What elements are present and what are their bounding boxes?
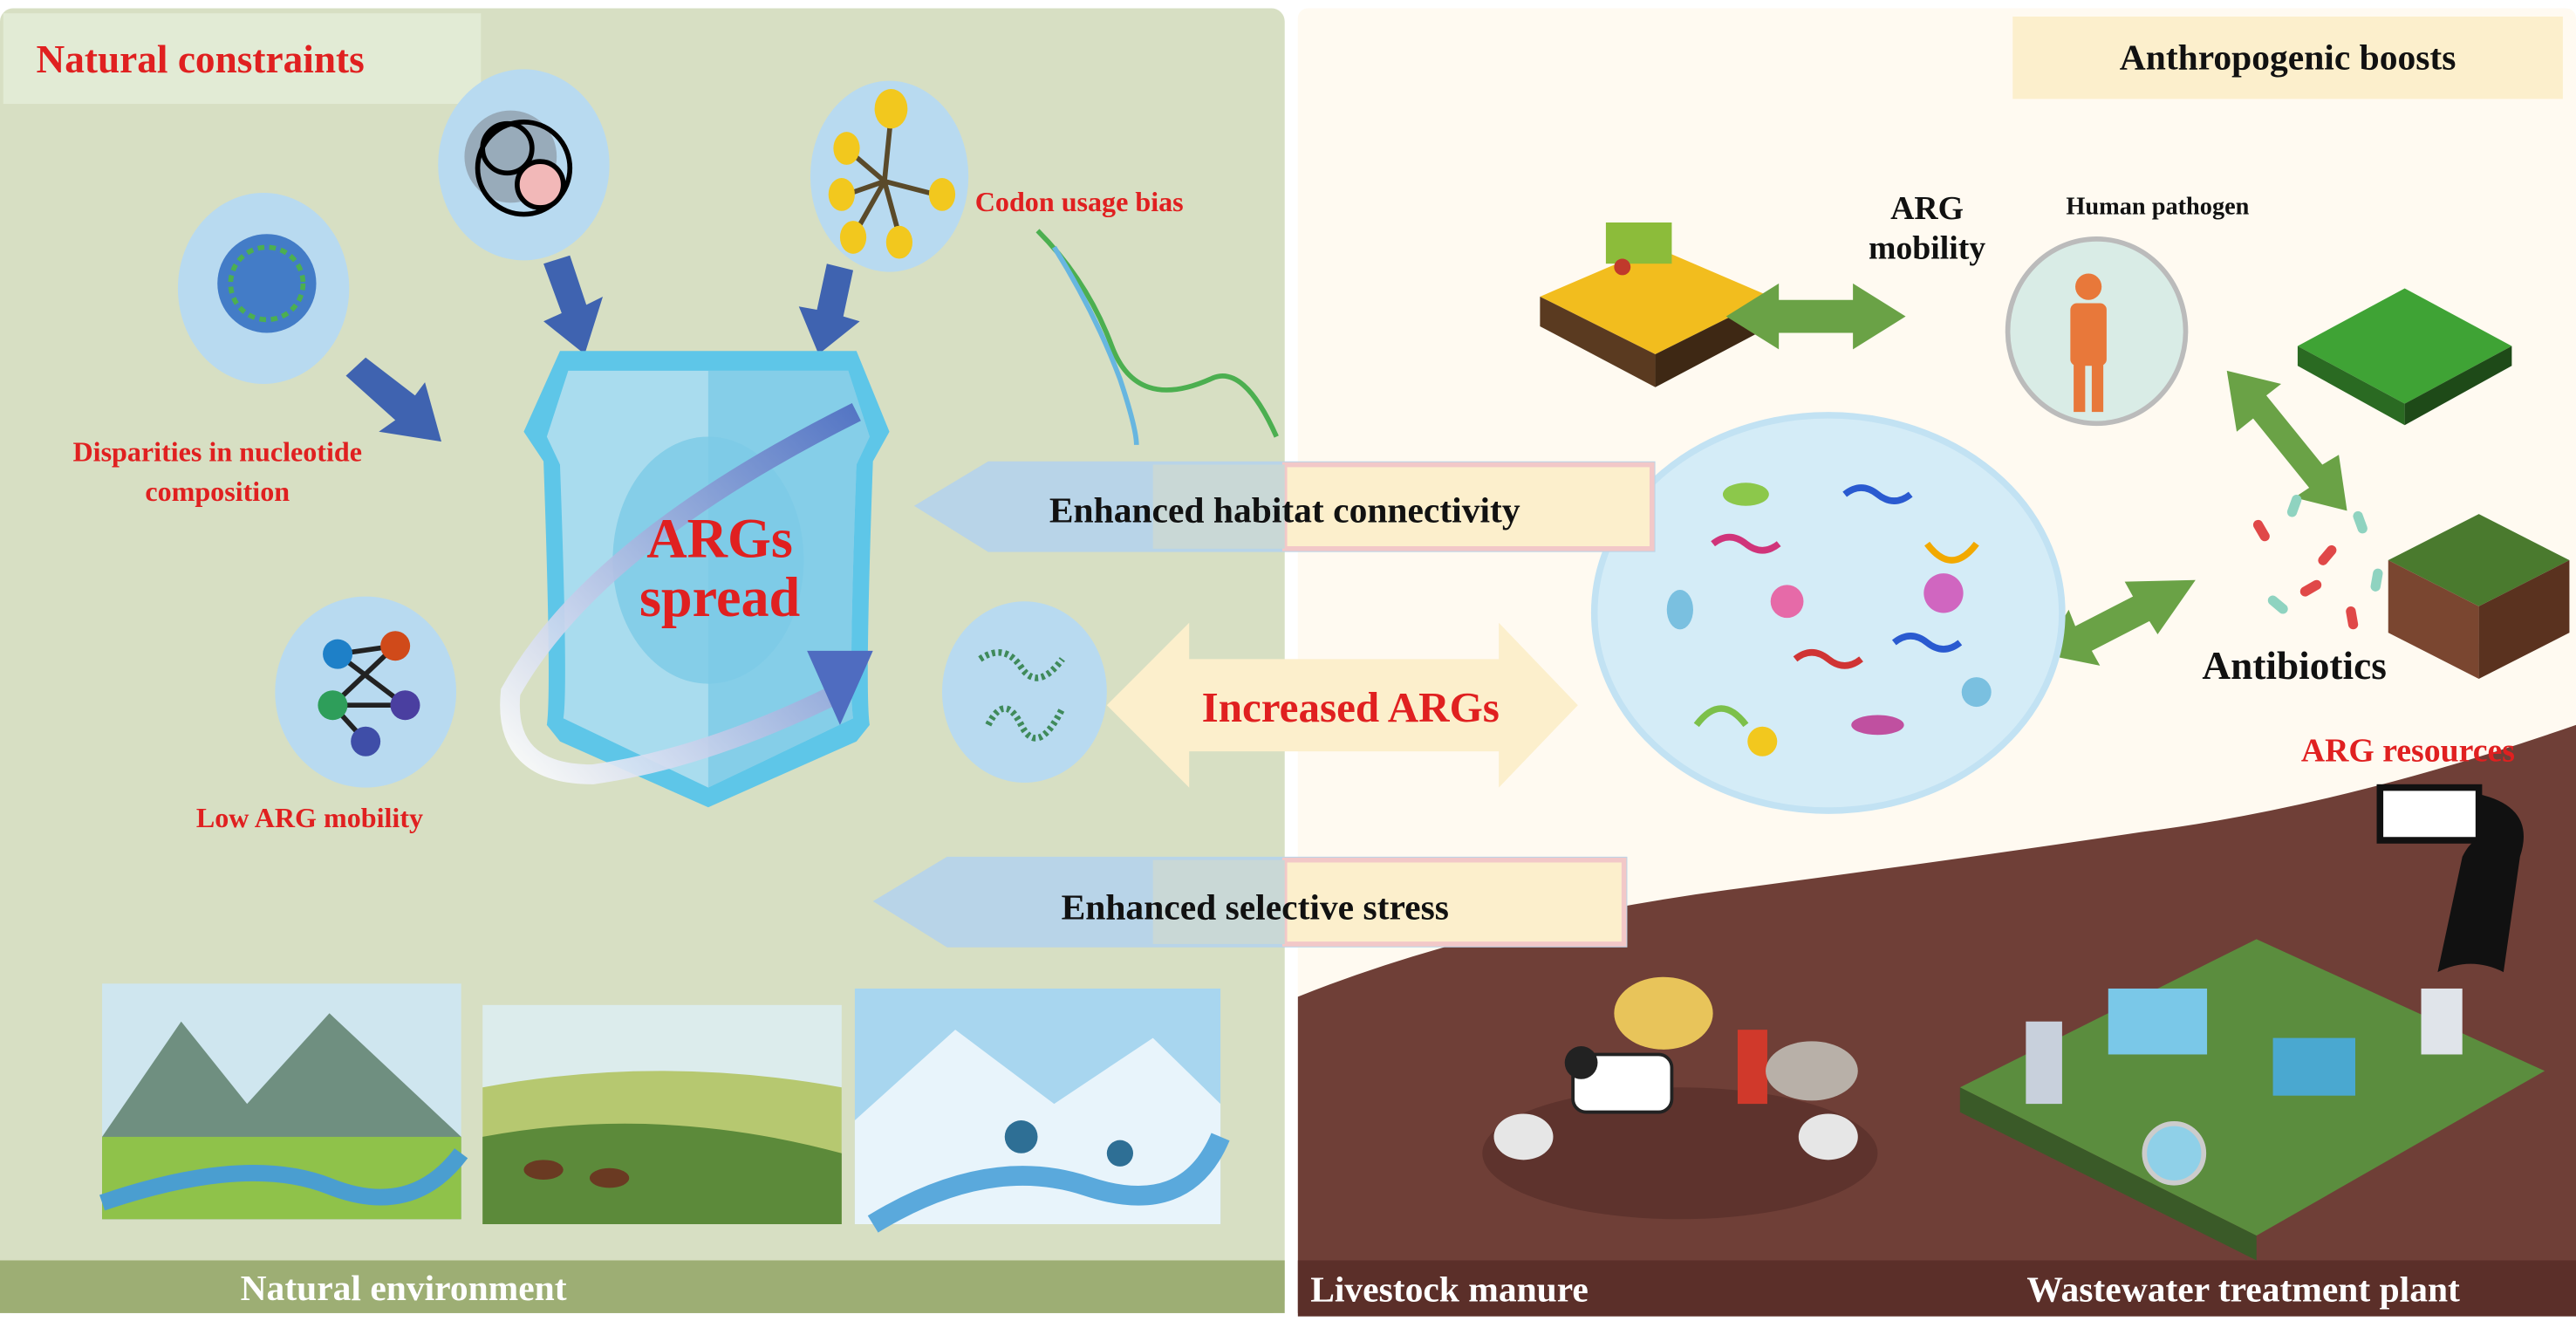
shield-label-line1: ARGs: [646, 507, 793, 569]
winter-landscape-image: [854, 988, 1230, 1233]
arrow-icon: [345, 357, 442, 442]
protein-structure-icon: [177, 193, 350, 385]
livestock-manure-image: [1482, 976, 1878, 1220]
double-arrow-icon: [2042, 579, 2196, 666]
habitat-connectivity-label: Enhanced habitat connectivity: [1049, 490, 1520, 531]
arrow-icon: [543, 255, 604, 355]
codon-usage-bias-label: Codon usage bias: [975, 186, 1184, 217]
habitat-connectivity-arrow: Enhanced habitat connectivity: [913, 461, 1656, 552]
tangled-dna-icon: [438, 69, 610, 261]
antibiotic-pills-icon: [2252, 494, 2383, 630]
natural-panel: Natural constraints: [0, 8, 1285, 1313]
arg-mobility-label-line1: ARG: [1890, 190, 1964, 227]
anthropogenic-title-box: [2012, 16, 2563, 99]
arg-mobility-label-line2: mobility: [1869, 230, 1985, 267]
human-pathogen-label: Human pathogen: [2066, 194, 2249, 221]
double-arrow-icon: [1725, 283, 1906, 350]
microbial-community-icon: [1590, 412, 2066, 814]
codon-network-icon: [810, 80, 969, 272]
natural-constraints-title-box: [3, 13, 482, 105]
crop-field-icon: [2388, 514, 2570, 679]
constraint-arrows: [345, 255, 860, 442]
natural-constraints-title: Natural constraints: [37, 38, 365, 81]
shield-label-line2: spread: [639, 566, 800, 628]
natural-environment-label: Natural environment: [241, 1268, 567, 1308]
shield-icon: [500, 351, 890, 808]
livestock-manure-label: Livestock manure: [1310, 1270, 1589, 1310]
farmland-landscape-image: [482, 1004, 842, 1224]
nucleotide-label-line2: composition: [145, 476, 290, 507]
green-field-icon: [2297, 288, 2512, 426]
network-mobility-icon: [275, 596, 457, 788]
dna-helix-icon: [941, 601, 1107, 783]
selective-stress-arrow: Enhanced selective stress: [872, 856, 1628, 948]
antibiotics-label: Antibiotics: [2202, 644, 2386, 688]
anthropogenic-boosts-title: Anthropogenic boosts: [2120, 37, 2456, 77]
right-footer-bar: [1297, 1260, 2576, 1317]
natural-environment-bar: [0, 1260, 1285, 1313]
selective-stress-label: Enhanced selective stress: [1062, 887, 1449, 928]
dna-strand-illustration: [1035, 229, 1279, 445]
anthropogenic-panel: Anthropogenic boosts ARG mobility Human …: [1297, 8, 2576, 1317]
discharge-pipe-icon: [2376, 784, 2524, 973]
mountain-landscape-image: [99, 983, 468, 1220]
wastewater-plant-image: [1959, 939, 2545, 1261]
low-arg-mobility-label: Low ARG mobility: [196, 802, 423, 833]
arrow-icon: [798, 264, 860, 355]
increased-args-label: Increased ARGs: [1202, 683, 1500, 731]
double-arrow-icon: [2226, 370, 2347, 511]
increased-args-arrow: Increased ARGs: [1106, 622, 1578, 788]
arg-resources-label: ARG resources: [2301, 732, 2515, 769]
nucleotide-label-line1: Disparities in nucleotide: [72, 436, 361, 468]
human-pathogen-icon: [2005, 236, 2189, 427]
wastewater-treatment-label: Wastewater treatment plant: [2026, 1270, 2460, 1310]
